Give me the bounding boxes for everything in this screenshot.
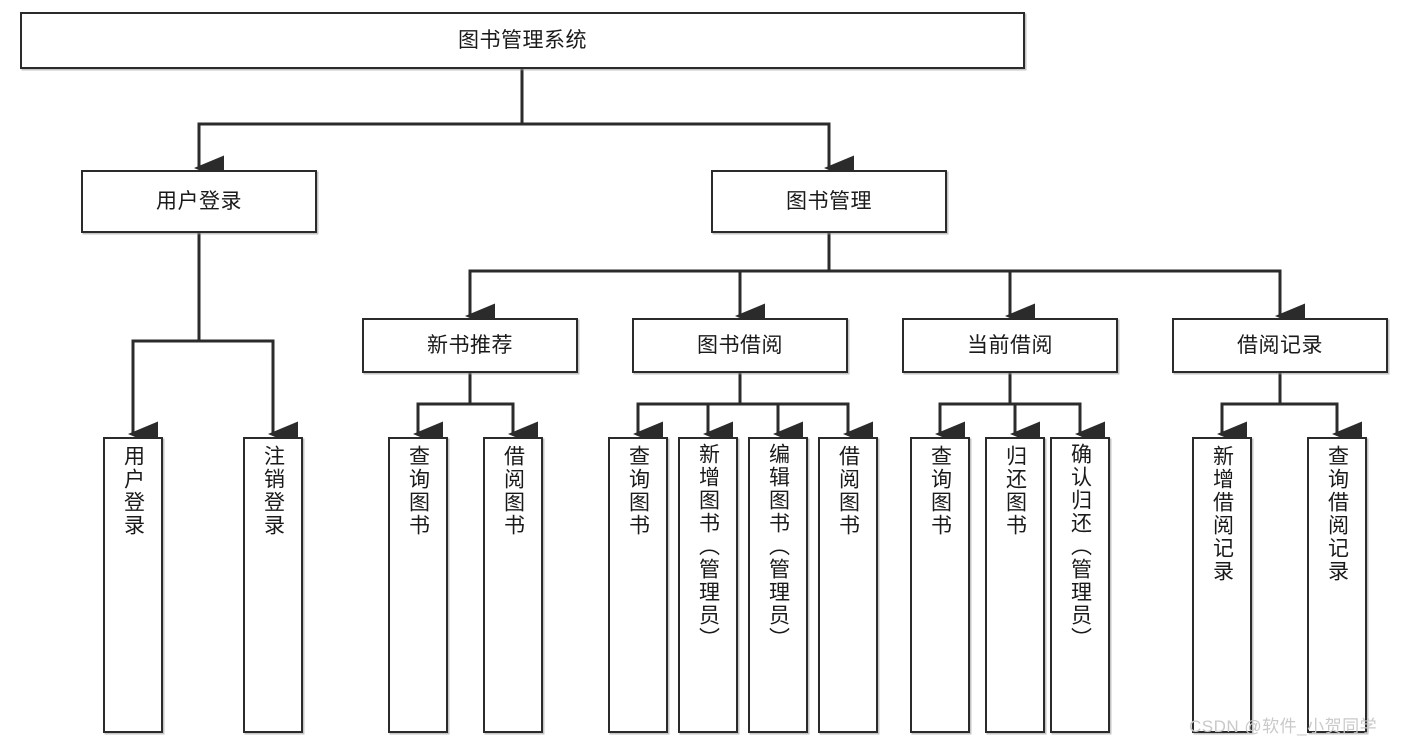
node-leaf-recommend-query-book[interactable]: 查询图书 bbox=[388, 437, 448, 733]
node-leaf-logout[interactable]: 注销登录 bbox=[243, 437, 303, 733]
node-current-borrow[interactable]: 当前借阅 bbox=[902, 318, 1118, 373]
node-leaf-borrow-query-book-label: 查询图书 bbox=[626, 445, 650, 537]
node-leaf-record-query[interactable]: 查询借阅记录 bbox=[1307, 437, 1367, 733]
node-user-login-label: 用户登录 bbox=[156, 189, 242, 213]
node-book-management[interactable]: 图书管理 bbox=[711, 170, 947, 233]
csdn-watermark: CSDN @软件_小贺同学 bbox=[1189, 717, 1378, 736]
node-leaf-current-query-book-label: 查询图书 bbox=[928, 445, 952, 537]
node-leaf-borrow-edit-book-label: 编辑图书（管理员） bbox=[766, 443, 790, 650]
node-current-borrow-label: 当前借阅 bbox=[967, 333, 1053, 357]
node-leaf-borrow-add-book[interactable]: 新增图书（管理员） bbox=[678, 437, 738, 733]
node-leaf-record-add-label: 新增借阅记录 bbox=[1210, 445, 1234, 583]
node-leaf-user-login[interactable]: 用户登录 bbox=[103, 437, 163, 733]
node-leaf-current-return-book-label: 归还图书 bbox=[1003, 445, 1027, 537]
node-leaf-recommend-borrow-book-label: 借阅图书 bbox=[501, 445, 525, 537]
node-book-borrow-label: 图书借阅 bbox=[697, 333, 783, 357]
node-root-label: 图书管理系统 bbox=[458, 28, 587, 52]
node-leaf-record-add[interactable]: 新增借阅记录 bbox=[1192, 437, 1252, 733]
node-leaf-logout-label: 注销登录 bbox=[261, 445, 285, 537]
node-leaf-recommend-borrow-book[interactable]: 借阅图书 bbox=[483, 437, 543, 733]
node-leaf-borrow-edit-book[interactable]: 编辑图书（管理员） bbox=[748, 437, 808, 733]
node-leaf-record-query-label: 查询借阅记录 bbox=[1325, 445, 1349, 583]
node-leaf-borrow-borrow-book-label: 借阅图书 bbox=[836, 445, 860, 537]
node-new-book-recommend-label: 新书推荐 bbox=[427, 333, 513, 357]
node-leaf-current-query-book[interactable]: 查询图书 bbox=[910, 437, 970, 733]
node-borrow-records[interactable]: 借阅记录 bbox=[1172, 318, 1388, 373]
node-leaf-borrow-borrow-book[interactable]: 借阅图书 bbox=[818, 437, 878, 733]
node-leaf-current-return-book[interactable]: 归还图书 bbox=[985, 437, 1045, 733]
node-leaf-current-confirm-return-label: 确认归还（管理员） bbox=[1068, 443, 1092, 650]
node-borrow-records-label: 借阅记录 bbox=[1237, 333, 1323, 357]
node-new-book-recommend[interactable]: 新书推荐 bbox=[362, 318, 578, 373]
node-leaf-current-confirm-return[interactable]: 确认归还（管理员） bbox=[1050, 437, 1110, 733]
node-book-management-label: 图书管理 bbox=[786, 189, 872, 213]
node-leaf-user-login-label: 用户登录 bbox=[121, 445, 145, 537]
node-book-borrow[interactable]: 图书借阅 bbox=[632, 318, 848, 373]
node-user-login[interactable]: 用户登录 bbox=[81, 170, 317, 233]
node-leaf-recommend-query-book-label: 查询图书 bbox=[406, 445, 430, 537]
node-root[interactable]: 图书管理系统 bbox=[20, 12, 1025, 69]
node-leaf-borrow-query-book[interactable]: 查询图书 bbox=[608, 437, 668, 733]
node-leaf-borrow-add-book-label: 新增图书（管理员） bbox=[696, 443, 720, 650]
